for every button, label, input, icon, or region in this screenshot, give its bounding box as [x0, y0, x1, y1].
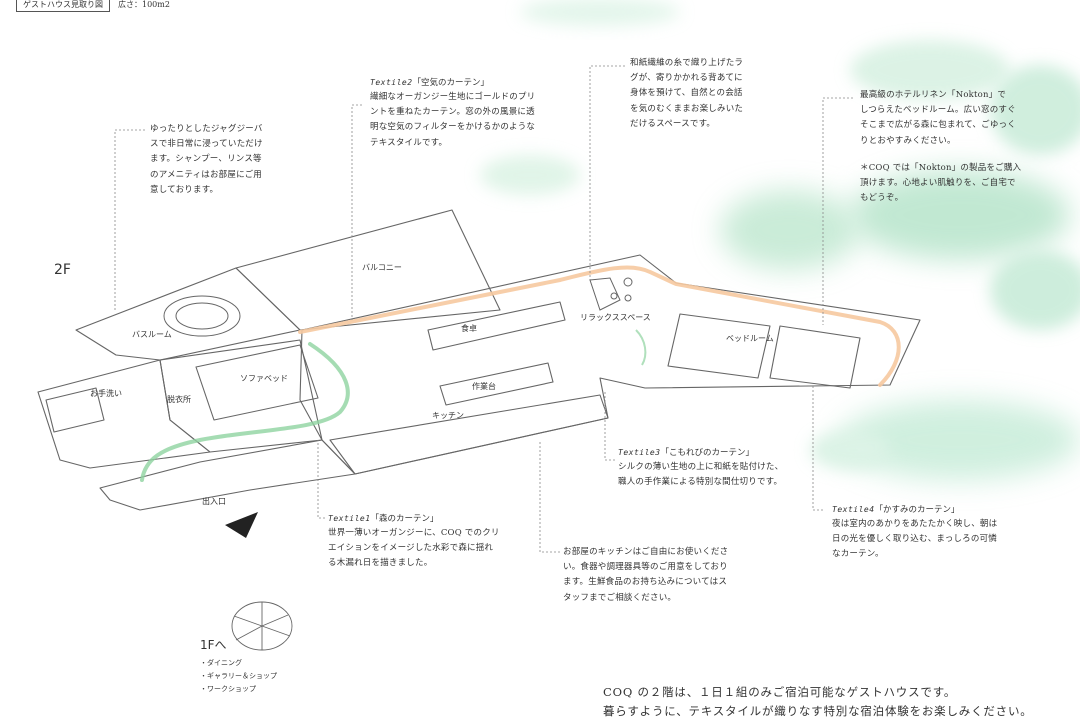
first-floor-item: ・ダイニング	[200, 659, 242, 667]
note-line: しつらえたベッドルーム。広い窓のすぐ	[860, 105, 1016, 116]
first-floor-label: 1Fへ	[200, 638, 227, 652]
note-line: りとおやすみください。	[860, 135, 956, 146]
textile-3: Textile3「こもれびのカーテン」 シルクの薄い生地の上に和紙を貼付けた、 …	[618, 446, 838, 490]
floor-label-2f: 2F	[54, 262, 71, 278]
bottom-line: 暮らすように、テキスタイルが織りなす特別な宿泊体験をお楽しみください。	[603, 704, 1033, 718]
room-bathroom: バスルーム	[132, 330, 172, 339]
room-sofabed: ソファベッド	[240, 374, 288, 383]
note-line: だけるスペースです。	[630, 118, 716, 129]
textile-line: 世界一薄いオーガンジーに、COQ でのクリ	[328, 528, 500, 538]
note-linen: 最高級のホテルリネン「Nokton」で しつらえたベッドルーム。広い窓のすぐ そ…	[860, 88, 1060, 206]
header-title: ゲストハウス見取り図	[16, 0, 110, 12]
textile-line: なカーテン。	[832, 549, 884, 560]
room-washroom: お手洗い	[90, 389, 122, 398]
textile-title: 「こもれびのカーテン」	[660, 448, 755, 458]
textile-line: 職人の手作業による特別な間仕切りです。	[618, 477, 783, 488]
textile-1: Textile1「森のカーテン」 世界一薄いオーガンジーに、COQ でのクリ エ…	[328, 512, 568, 572]
room-relax-space: リラックススペース	[580, 313, 651, 322]
header-area: 広さ：100m2	[118, 0, 170, 9]
textile-title: 「空気のカーテン」	[412, 78, 490, 88]
textile-line: る木漏れ日を描きました。	[328, 558, 433, 569]
textile-title: 「森のカーテン」	[370, 514, 439, 524]
note-line: ＊COQ では「Nokton」の製品をご購入	[860, 162, 1022, 173]
note-line: そこまで広がる森に包まれて、ごゆっく	[860, 120, 1016, 131]
note-line: スで非日常に浸っていただけ	[150, 139, 263, 150]
curtain-partition	[635, 329, 647, 366]
note-line: 頂けます。心地よい肌触りを、ご自宅で	[860, 178, 1016, 189]
room-entrance: 出入口	[202, 497, 226, 506]
jacuzzi	[163, 295, 241, 337]
note-line: 和紙繊維の糸で織り上げたラ	[630, 58, 744, 68]
note-line: グが、寄りかかれる背あてに	[630, 73, 743, 84]
note-line: い。食器や調理器具等のご用意をしており	[563, 562, 728, 573]
walls	[37, 209, 921, 511]
watercolor-trees	[480, 0, 1080, 480]
textile-tag: Textile2	[370, 78, 413, 87]
textile-line: 夜は室内のあかりをあたたかく映し、朝は	[832, 519, 998, 529]
note-line: のアメニティはお部屋にご用	[150, 169, 262, 180]
room-dressing: 脱衣所	[167, 395, 191, 404]
textile-tag: Textile1	[328, 514, 371, 523]
first-floor-link[interactable]: 1Fへ ・ダイニング ・ギャラリー＆ショップ ・ワークショップ	[200, 636, 277, 696]
note-line: 意しております。	[150, 184, 219, 195]
note-rug: 和紙繊維の糸で織り上げたラ グが、寄りかかれる背あてに 身体を預けて、自然との会…	[630, 56, 790, 132]
room-balcony: バルコニー	[362, 263, 402, 272]
entrance-arrow	[225, 512, 258, 538]
textile-title: 「かすみのカーテン」	[874, 505, 960, 515]
first-floor-item: ・ワークショップ	[200, 685, 256, 693]
textile-line: ントを重ねたカーテン。窓の外の風景に透	[370, 107, 535, 118]
textile-line: 日の光を優しく取り込む、まっしろの可憐	[832, 534, 997, 545]
room-dining-table: 食卓	[461, 324, 477, 333]
room-bedroom: ベッドルーム	[726, 334, 774, 343]
textile-line: シルクの薄い生地の上に和紙を貼付けた、	[618, 462, 784, 472]
note-line: ます。シャンプー、リンス等	[150, 154, 262, 165]
textile-line: 繊細なオーガンジー生地にゴールドのプリ	[370, 92, 536, 102]
textile-line: 明な空気のフィルターをかけるかのような	[370, 122, 536, 133]
note-line: お部屋のキッチンはご自由にお使いくださ	[563, 547, 729, 557]
note-kitchen: お部屋のキッチンはご自由にお使いくださ い。食器や調理器具等のご用意をしており …	[563, 545, 783, 606]
note-line: ます。生鮮食品のお持ち込みについてはス	[563, 577, 728, 588]
textile-tag: Textile3	[618, 448, 661, 457]
curtain-green	[140, 342, 350, 482]
leader-lines	[114, 65, 853, 553]
spiral-staircase	[231, 601, 293, 651]
note-line: 最高級のホテルリネン「Nokton」で	[860, 90, 1007, 100]
first-floor-item: ・ギャラリー＆ショップ	[200, 672, 277, 680]
textile-4: Textile4「かすみのカーテン」 夜は室内のあかりをあたたかく映し、朝は 日…	[832, 503, 1062, 563]
room-kitchen: キッチン	[432, 411, 464, 420]
note-line: を気のむくままお楽しみいた	[630, 103, 744, 114]
bottom-line: COQ の２階は、１日１組のみご宿泊可能なゲストハウスです。	[603, 685, 957, 699]
bottom-description: COQ の２階は、１日１組のみご宿泊可能なゲストハウスです。 暮らすように、テキ…	[603, 683, 1073, 721]
note-line: 身体を預けて、自然との会話	[630, 88, 743, 99]
textile-2: Textile2「空気のカーテン」 繊細なオーガンジー生地にゴールドのプリ ント…	[370, 76, 610, 151]
room-work-table: 作業台	[472, 382, 496, 391]
note-line: もどうぞ。	[860, 193, 904, 204]
relax-rug	[589, 277, 633, 311]
curtain-orange	[298, 265, 901, 387]
note-bath: ゆったりとしたジャグジーバ スで非日常に浸っていただけ ます。シャンプー、リンス…	[150, 122, 320, 198]
note-line: タッフまでご相談ください。	[563, 592, 677, 603]
textile-line: エイションをイメージした水彩で森に揺れ	[328, 543, 494, 554]
note-line: ゆったりとしたジャグジーバ	[150, 124, 263, 134]
textile-line: テキスタイルです。	[370, 137, 448, 148]
textile-tag: Textile4	[832, 505, 875, 514]
header: ゲストハウス見取り図 広さ：100m2	[16, 0, 170, 12]
